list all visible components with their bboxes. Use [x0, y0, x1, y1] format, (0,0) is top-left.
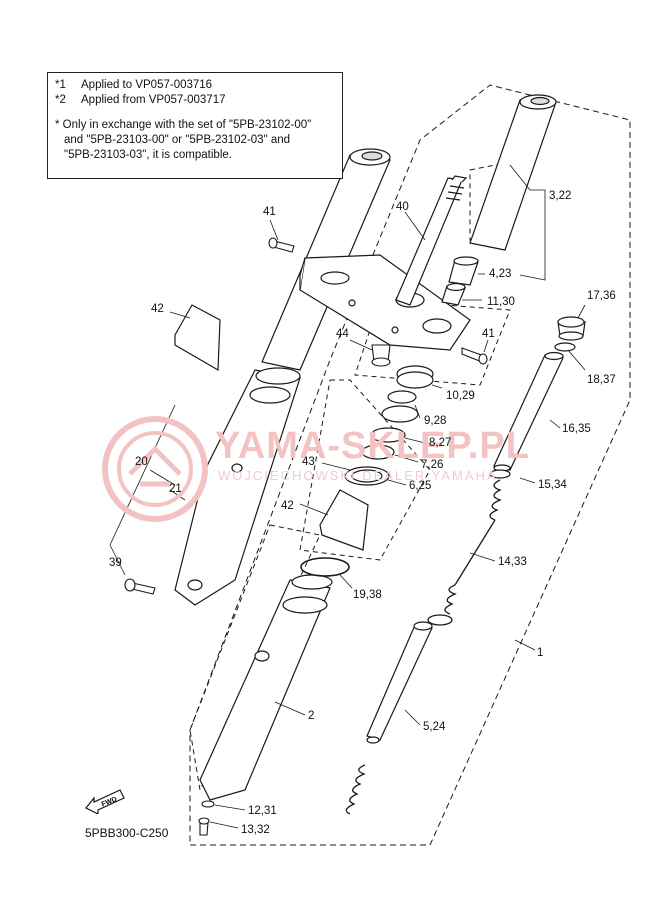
compat-line-2: and "5PB-23103-00" or "5PB-23102-03" and	[64, 134, 291, 146]
callout-13-32: 13,32	[241, 824, 270, 836]
bearing-stack	[344, 365, 434, 486]
compat-line-3: "5PB-23103-03", it is compatible.	[64, 149, 232, 161]
bolts	[124, 237, 488, 836]
note-2-marker: *2	[55, 94, 66, 106]
notes-box: *1 Applied to VP057-003716 *2 Applied from…	[47, 72, 343, 179]
assembly-1-dashed-boundary	[189, 84, 631, 846]
callout-15-34: 15,34	[538, 479, 567, 491]
nut-44	[371, 344, 391, 367]
note-2-text: Applied from VP057-003717	[81, 94, 226, 106]
watermark-title: YAMA-SKLEP.PL	[215, 425, 530, 467]
cap-bolt-17-36	[554, 316, 586, 352]
cable-guide-42-upper	[174, 304, 221, 372]
upper-tube-right	[469, 94, 557, 251]
callout-1: 1	[537, 647, 544, 659]
leader-lines	[109, 164, 586, 829]
bushing-11-30	[441, 282, 466, 306]
callout-18-37: 18,37	[587, 374, 616, 386]
watermark-logo-icon	[102, 416, 208, 522]
compat-line-1: * Only in exchange with the set of "5PB-…	[55, 119, 312, 131]
callout-5-24: 5,24	[423, 721, 446, 733]
spacer-16-35	[489, 351, 564, 479]
outer-tube-left	[174, 367, 301, 606]
watermark-subtitle: WOJCIECHOWSKI DEALER YAMAHA	[218, 468, 498, 483]
callout-8-27: 8,27	[429, 437, 452, 449]
outer-tube-right	[199, 574, 333, 801]
damper-rod-5-24	[366, 621, 433, 744]
forward-arrow-icon: FWD	[85, 789, 125, 814]
callout-17-36: 17,36	[587, 290, 616, 302]
bracket-dashed-box	[354, 299, 511, 386]
callout-9-28: 9,28	[424, 415, 447, 427]
callout-42-lower: 42	[281, 500, 294, 512]
note-1: *1 Applied to VP057-003716	[55, 78, 335, 93]
steering-parts-dashed-box	[299, 379, 431, 561]
callout-41-right: 41	[482, 328, 495, 340]
fork-spring-14-33	[427, 479, 502, 626]
callout-4-23: 4,23	[489, 268, 512, 280]
diagram-code: 5PBB300-C250	[85, 826, 169, 840]
note-2: *2 Applied from VP057-003717	[55, 93, 335, 108]
note-1-text: Applied to VP057-003716	[81, 79, 213, 91]
callout-16-35: 16,35	[562, 423, 591, 435]
callout-7-26: 7,26	[421, 459, 444, 471]
callout-40: 40	[396, 201, 409, 213]
callout-20: 20	[135, 456, 148, 468]
callout-2: 2	[308, 710, 315, 722]
callout-3-22: 3,22	[549, 190, 572, 202]
callout-10-29: 10,29	[446, 390, 475, 402]
bushing-4-23	[448, 256, 479, 286]
lock-washer-9-28	[387, 390, 417, 404]
callout-11-30: 11,30	[487, 296, 515, 308]
callout-21: 21	[169, 483, 182, 495]
note-1-marker: *1	[55, 79, 66, 91]
callout-41-top: 41	[263, 206, 276, 218]
callout-19-38: 19,38	[353, 589, 382, 601]
steering-stem	[395, 175, 468, 306]
callout-12-31: 12,31	[248, 805, 277, 817]
callout-44: 44	[336, 328, 349, 340]
callout-42-upper: 42	[151, 303, 164, 315]
rebound-spring	[345, 764, 366, 815]
callout-14-33: 14,33	[498, 556, 527, 568]
callout-43: 43	[302, 456, 315, 468]
oil-seal-19-38	[300, 557, 350, 577]
callout-39: 39	[109, 557, 122, 569]
callout-6-25: 6,25	[409, 480, 432, 492]
cable-guide-42-lower	[319, 489, 369, 551]
